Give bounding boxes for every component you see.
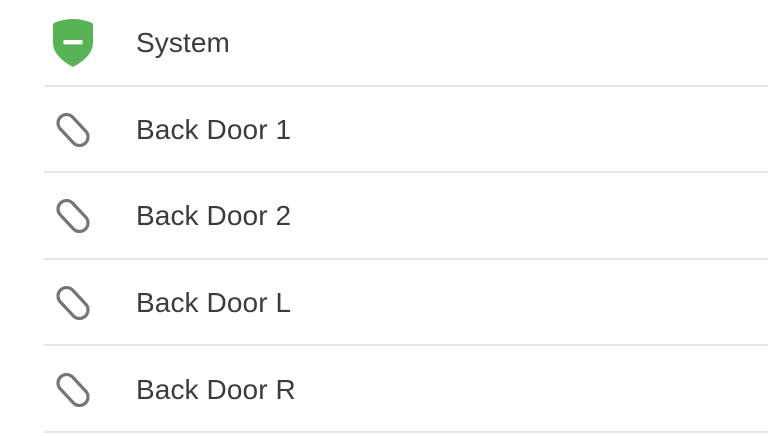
list-item-label: Back Door R bbox=[136, 373, 296, 405]
door-sensor-icon bbox=[44, 346, 102, 433]
door-sensor-icon bbox=[44, 260, 102, 347]
list-item[interactable]: Back Door 1 bbox=[0, 86, 768, 174]
list-item-label: Back Door L bbox=[136, 287, 292, 319]
door-sensor-icon bbox=[44, 173, 102, 260]
list-item[interactable]: Back Door R bbox=[0, 346, 768, 433]
door-sensor-icon bbox=[44, 87, 102, 174]
list-item-label: Back Door 2 bbox=[136, 200, 292, 232]
list-item[interactable]: Back Door L bbox=[0, 259, 768, 347]
list-item[interactable]: System bbox=[0, 0, 768, 87]
list-item[interactable]: Back Door 2 bbox=[0, 173, 768, 260]
list-item-label: System bbox=[136, 27, 230, 59]
shield-minus-icon bbox=[44, 0, 102, 87]
list-item-label: Back Door 1 bbox=[136, 113, 292, 145]
